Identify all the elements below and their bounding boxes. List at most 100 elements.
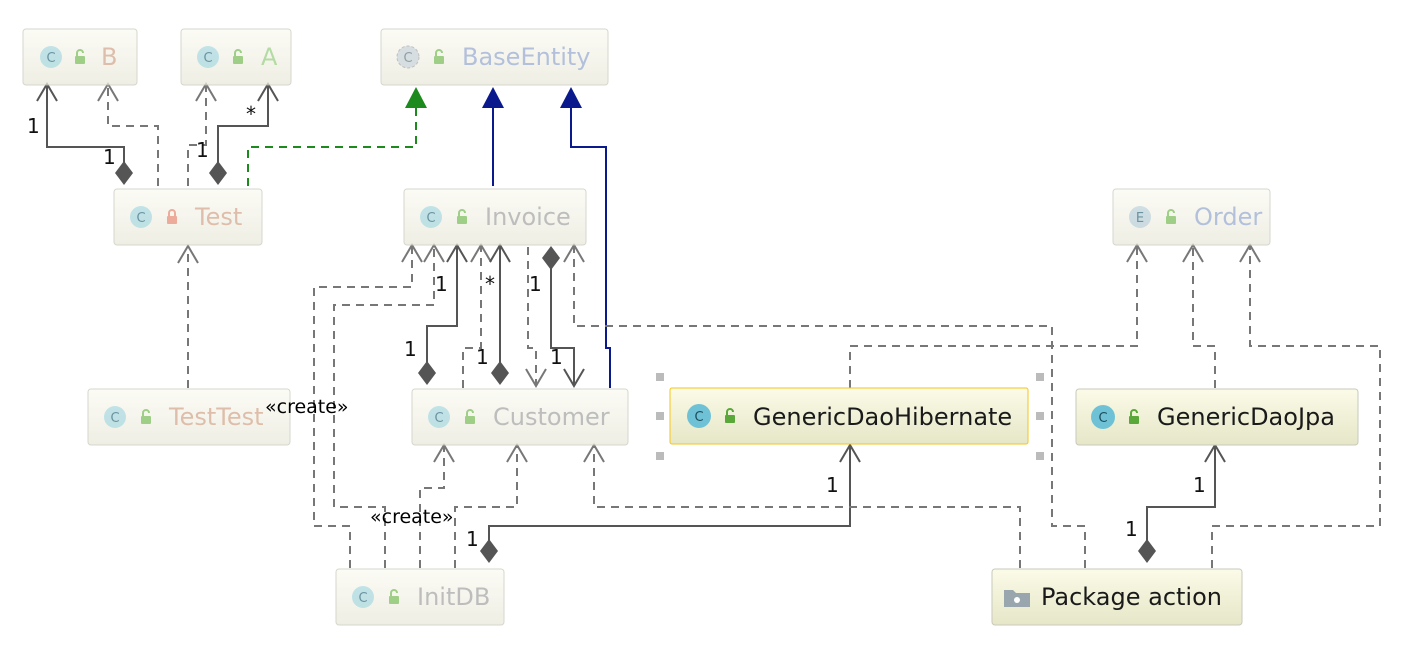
node-box <box>669 387 1029 445</box>
composition-diamond <box>418 361 436 385</box>
edge-line <box>187 86 207 186</box>
edge-test-baseentity-realization[interactable] <box>247 87 427 186</box>
edge-line <box>313 247 413 568</box>
package-node-action[interactable]: Package action <box>991 568 1243 626</box>
node-box <box>1112 188 1271 246</box>
folder-icon <box>1004 590 1030 607</box>
edge-gdj-order-dependency[interactable] <box>1182 243 1216 388</box>
composition-diamond <box>209 161 227 185</box>
multiplicity-label: 1 <box>476 345 489 369</box>
node-box <box>113 188 263 246</box>
node-box <box>87 388 291 446</box>
edge-pkg-customer-dependency[interactable] <box>583 443 1021 568</box>
edge-line <box>1192 247 1216 388</box>
edge-test-b-composition[interactable] <box>36 82 133 185</box>
node-box <box>991 568 1243 626</box>
lock-closed-icon <box>167 209 177 224</box>
edge-line <box>426 247 458 364</box>
multiplicity-label: 1 <box>404 337 417 361</box>
edge-gdh-order-dependency[interactable] <box>849 243 1148 388</box>
class-node-genericdaohibernate[interactable]: C GenericDaoHibernate <box>656 373 1044 460</box>
edge-line <box>454 447 518 568</box>
class-name: B <box>101 43 117 71</box>
class-node-testtest[interactable]: C TestTest <box>87 388 291 446</box>
class-node-test[interactable]: C Test <box>113 188 263 246</box>
edge-line <box>217 86 269 165</box>
enum-badge-icon <box>1129 206 1151 228</box>
multiplicity-label: 1 <box>1193 473 1206 497</box>
edge-initdb-gdh-composition[interactable] <box>480 443 861 563</box>
class-badge-icon <box>687 404 711 428</box>
triangle-arrow-head <box>482 87 504 108</box>
class-badge-letter: C <box>203 51 212 66</box>
edge-customer-invoice-composition-1[interactable] <box>418 243 468 385</box>
node-box <box>411 388 629 446</box>
composition-diamond <box>491 361 509 385</box>
class-badge-letter: C <box>694 410 703 425</box>
edges <box>36 82 1381 568</box>
node-box <box>1075 388 1359 446</box>
multiplicity-label: 1 <box>27 114 40 138</box>
create-stereotype-label: «create» <box>265 396 349 418</box>
class-badge-letter: C <box>1098 411 1107 426</box>
class-node-customer[interactable]: C Customer <box>411 388 629 446</box>
selection-handles <box>656 373 1044 460</box>
multiplicity-label: 1 <box>466 527 479 551</box>
lock-open-icon <box>233 49 243 64</box>
triangle-arrow-head <box>405 87 427 108</box>
edge-line <box>550 268 575 386</box>
edge-line <box>849 247 1138 388</box>
enum-name: Order <box>1194 203 1262 231</box>
edge-invoice-baseentity-inheritance[interactable] <box>482 87 504 186</box>
class-badge-icon <box>130 206 152 228</box>
edge-customer-baseentity-inheritance[interactable] <box>560 87 611 388</box>
edge-line <box>462 247 482 388</box>
edge-testtest-test-dependency[interactable] <box>177 244 199 388</box>
class-badge-letter: C <box>136 211 145 226</box>
class-node-a[interactable]: C A <box>180 28 292 86</box>
edge-pkg-gdj-composition[interactable] <box>1138 443 1226 563</box>
multiplicity-label: 1 <box>196 138 209 162</box>
class-name: BaseEntity <box>462 43 591 71</box>
class-node-invoice[interactable]: C Invoice <box>403 188 587 246</box>
class-name: InitDB <box>417 583 490 611</box>
class-badge-icon <box>197 46 219 68</box>
lock-open-icon <box>465 409 475 424</box>
edge-line <box>593 447 1021 568</box>
class-name: Test <box>194 203 242 231</box>
edge-invoice-customer-dependency[interactable] <box>525 247 547 388</box>
multiplicity-label: 1 <box>550 345 563 369</box>
nodes: C B C A C Base <box>22 28 1359 626</box>
open-arrow-head <box>525 368 547 388</box>
multiplicity-label: 1 <box>826 473 839 497</box>
lock-open-icon <box>457 209 467 224</box>
multiplicity-label: 1 <box>1125 517 1138 541</box>
lock-open-icon <box>725 408 735 423</box>
multiplicity-labels: 1 1 1 * 1 1 * 1 1 1 1 1 1 1 <box>27 102 1206 551</box>
open-arrow-head <box>177 244 199 264</box>
edge-line <box>419 447 445 568</box>
lock-open-icon <box>1166 209 1176 224</box>
edge-invoice-customer-composition[interactable] <box>542 246 585 388</box>
create-stereotype-label: «create» <box>370 506 454 528</box>
composition-diamond <box>542 246 560 270</box>
stereotype-labels: «create» «create» <box>265 396 454 528</box>
multiplicity-label: 1 <box>529 272 542 296</box>
node-box <box>403 188 587 246</box>
lock-open-icon <box>75 49 85 64</box>
enum-node-order[interactable]: E Order <box>1112 188 1271 246</box>
composition-diamond <box>480 539 498 563</box>
class-badge-icon <box>352 586 374 608</box>
class-badge-icon <box>40 46 62 68</box>
edge-test-a-composition[interactable] <box>209 82 279 185</box>
class-node-genericdaojpa[interactable]: C GenericDaoJpa <box>1075 388 1359 446</box>
lock-open-icon <box>434 49 444 64</box>
class-node-initdb[interactable]: C InitDB <box>335 568 505 626</box>
class-badge-letter: C <box>434 411 443 426</box>
class-node-b[interactable]: C B <box>22 28 138 86</box>
edge-customer-invoice-composition-2[interactable] <box>489 243 511 385</box>
edge-line <box>527 247 537 386</box>
abstract-class-badge-icon <box>396 45 420 69</box>
class-badge-letter: C <box>358 591 367 606</box>
class-node-baseentity[interactable]: C BaseEntity <box>380 28 609 86</box>
